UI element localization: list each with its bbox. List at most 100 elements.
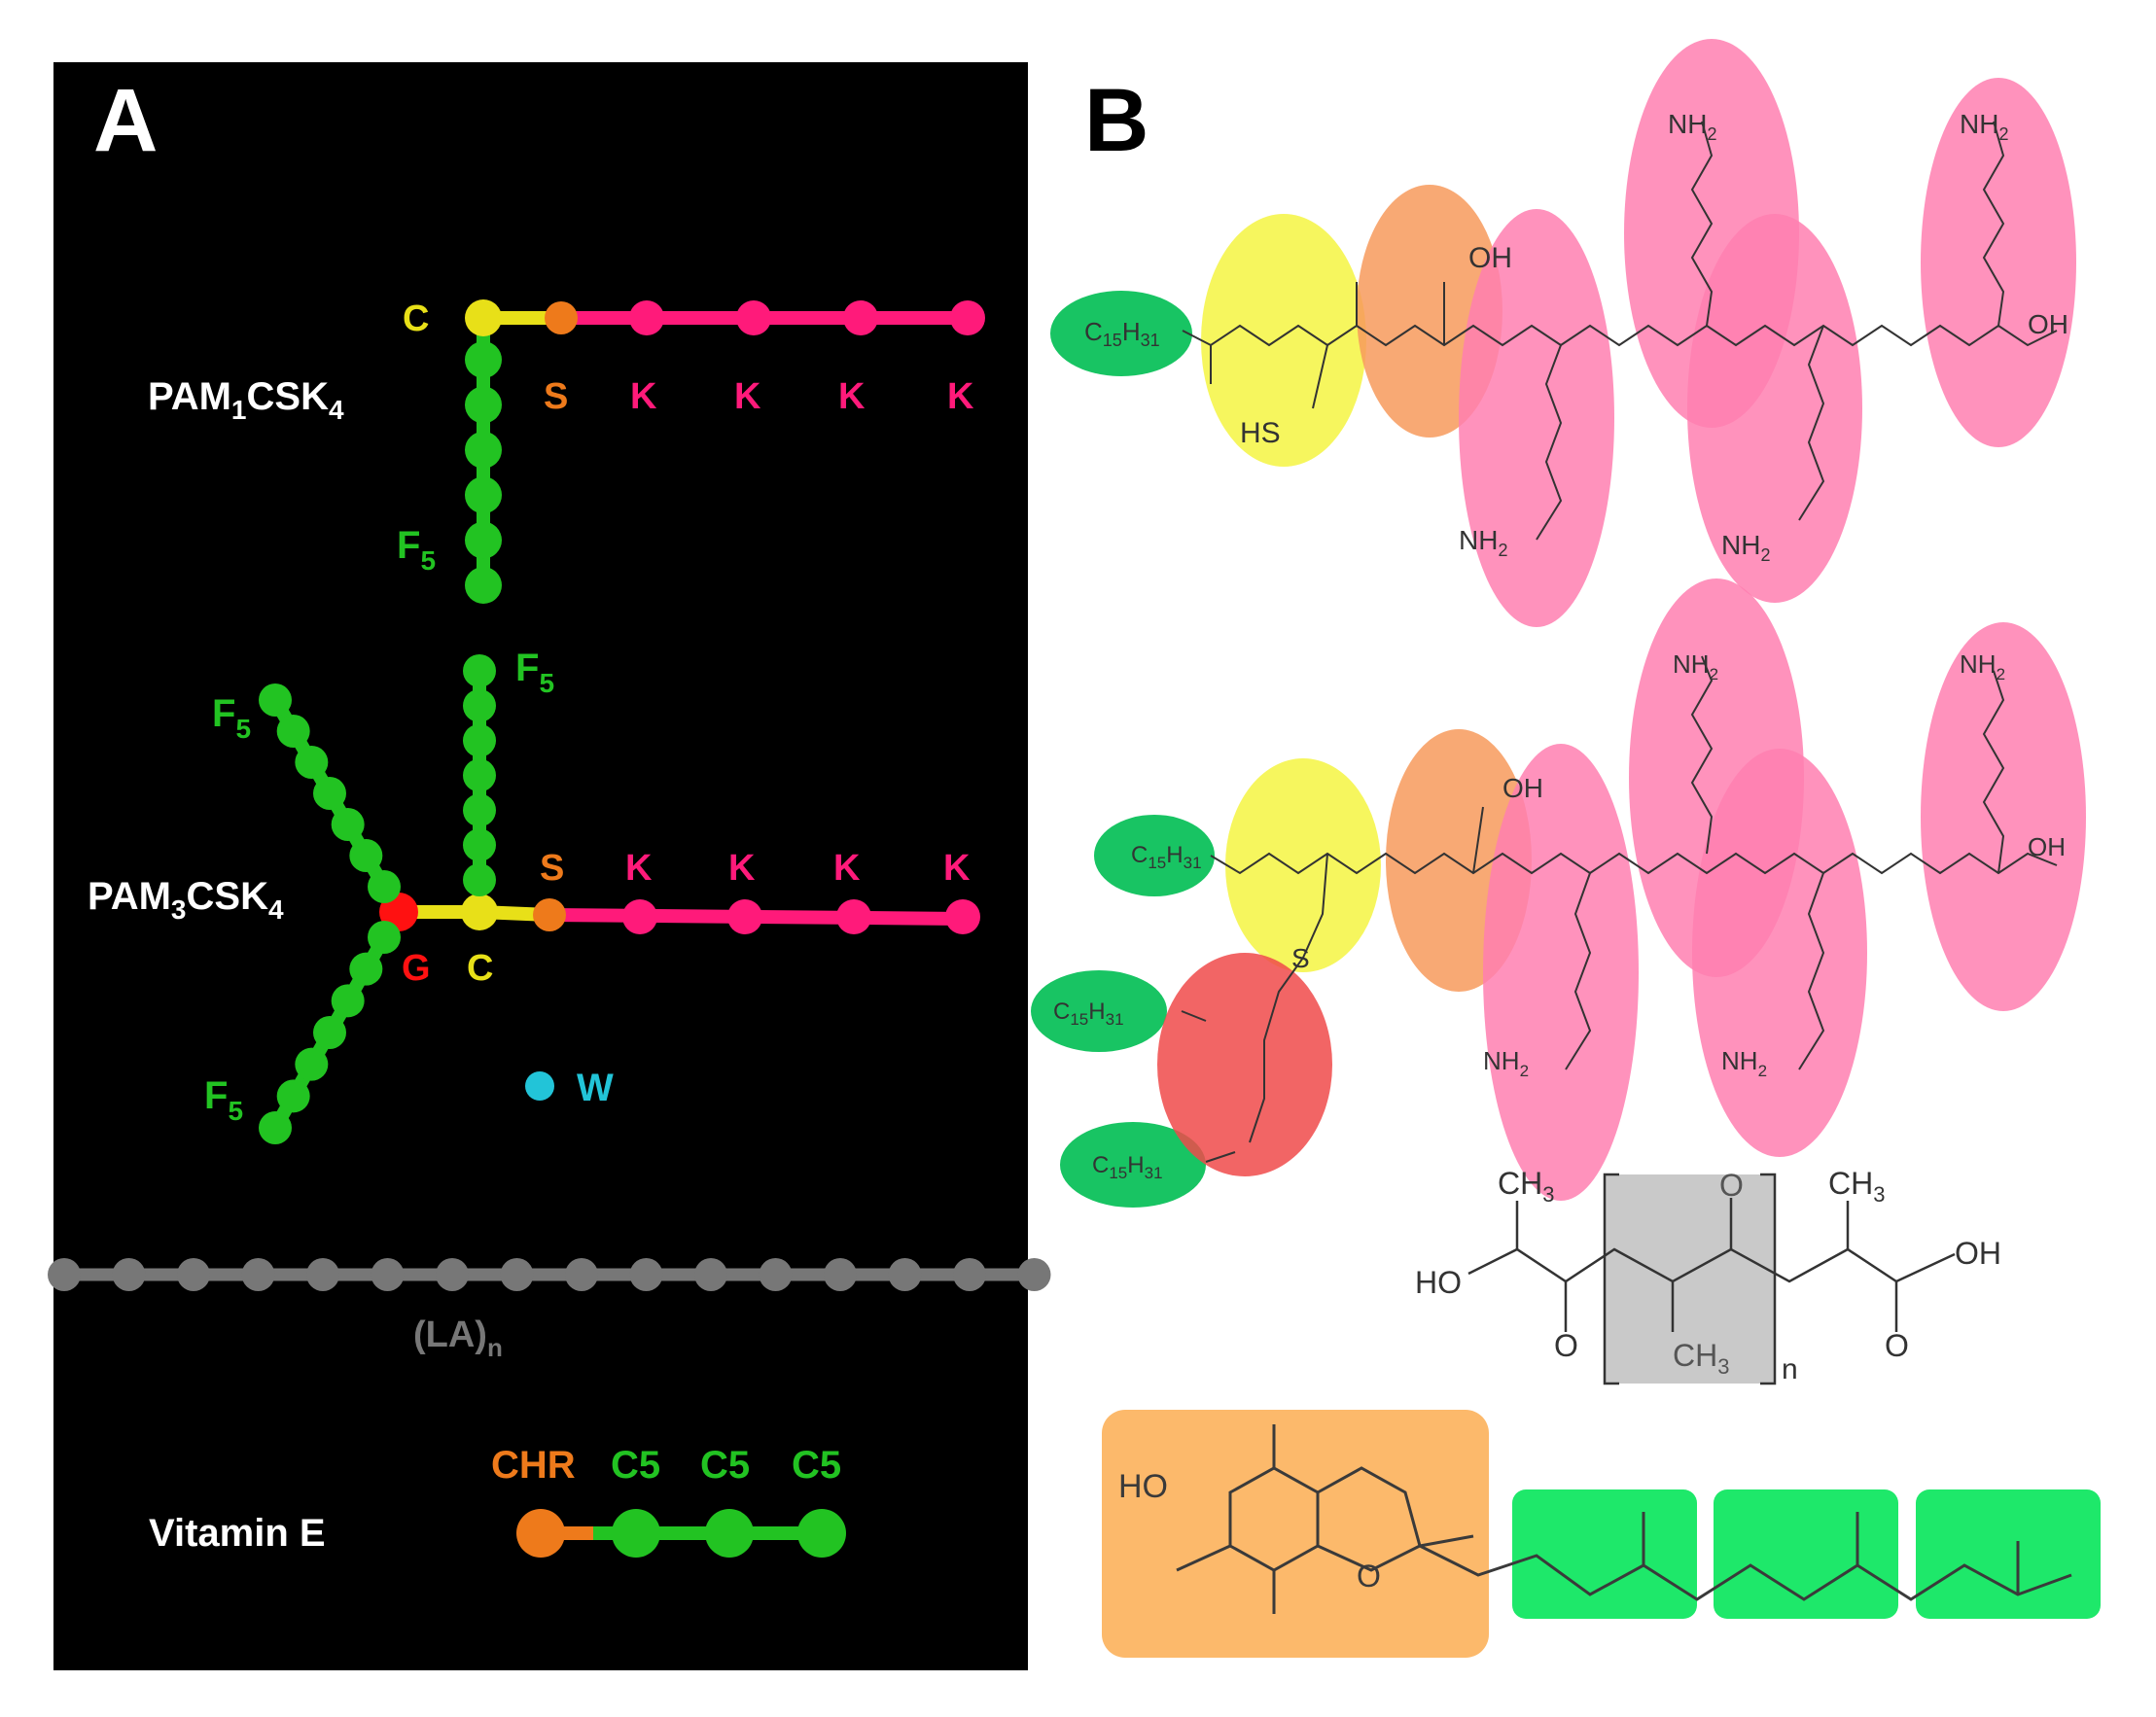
pam1-ser-oh: OH [1468, 242, 1512, 274]
pam3-cooh-oh: OH [2028, 832, 2066, 861]
pam3-cys-bead [461, 894, 498, 930]
pam3-lys1-nh2: NH2 [1483, 1046, 1529, 1080]
pam3-lipid1-bead-3 [295, 746, 329, 779]
vite-c5-label-2: C5 [700, 1444, 750, 1487]
pam3-lipid3-ellipse [1060, 1122, 1206, 1208]
water-label: W [577, 1067, 614, 1109]
vite-pyran-ring [1317, 1466, 1422, 1572]
panel-b: B C15H31 HS OH NH2 [1031, 39, 2101, 1658]
pam1-lys1-side [1536, 344, 1563, 541]
pam1-lipid-bead-5 [465, 521, 502, 559]
pam3-lipid3-bead-4 [463, 758, 496, 792]
pla-structure: CH3 CH3 CH3 HO OH O O O n [1415, 1166, 2001, 1385]
pla-bead-12 [759, 1258, 793, 1291]
pla-bead-4 [241, 1258, 275, 1291]
pam3-c15h31-3: C15H31 [1092, 1152, 1163, 1182]
pam3-cys-ellipse [1225, 758, 1381, 972]
pam3-lipid1-bead-1 [259, 683, 292, 717]
pla-ch3-label-3: CH3 [1828, 1166, 1885, 1207]
pla-beads [48, 1258, 1051, 1291]
pam3-model [259, 654, 980, 1144]
pam3-lys4-side [1982, 670, 2005, 874]
pam1-label: PAM1CSK4 [148, 375, 344, 425]
vite-c5-label-1: C5 [611, 1444, 660, 1487]
pam1-k4-label: K [947, 376, 974, 417]
pla-bead-6 [371, 1258, 405, 1291]
pam3-c15h31-2: C15H31 [1053, 999, 1124, 1029]
pla-n-label: n [1782, 1353, 1798, 1385]
pam1-lys-bead-1 [629, 300, 664, 335]
pla-bead-1 [48, 1258, 81, 1291]
pam3-glycerol [1249, 853, 1328, 1143]
pam3-thioether-s: S [1291, 943, 1310, 973]
pam3-lipid2-bead-6 [276, 1079, 310, 1113]
vite-c5-box-2 [1714, 1489, 1898, 1619]
pla-o-label-1: O [1554, 1328, 1578, 1363]
vite-skeleton [1176, 1424, 2072, 1614]
pam3-lys4-nh2: NH2 [1960, 649, 2005, 683]
vite-methyl-c2 [1419, 1534, 1474, 1548]
pla-backbone [1467, 1247, 1956, 1283]
pam1-cys-bead [465, 299, 502, 336]
pam1-skeleton [1182, 121, 2058, 541]
pam3-ester-2 [1205, 1151, 1236, 1163]
pam3-lipid1-bead-6 [349, 839, 383, 872]
pam3-lipid1-bead-4 [313, 777, 346, 810]
pam1-lys-bead-2 [736, 300, 771, 335]
pam3-lys1-side [1565, 872, 1592, 1070]
pam1-lipid-ellipse [1050, 291, 1192, 376]
pam1-c15h31: C15H31 [1084, 317, 1160, 350]
pla-bead-10 [629, 1258, 663, 1291]
pam3-lipid2-ellipse [1031, 970, 1167, 1052]
pam3-lys4-ellipse [1921, 622, 2086, 1011]
vite-chr-box [1102, 1410, 1489, 1658]
pam1-lys1-nh2: NH2 [1459, 525, 1507, 560]
pla-skeleton [1467, 1173, 1956, 1385]
pla-ch3-label-2: CH3 [1673, 1338, 1729, 1379]
pam3-ser-side [1472, 806, 1484, 874]
pam3-ser-oh: OH [1502, 773, 1543, 803]
pam1-k3-label: K [838, 376, 866, 417]
pam1-beads [465, 299, 985, 604]
vite-methyl-left [1176, 1544, 1231, 1572]
pam3-lipid3-bead-2 [463, 688, 496, 722]
pla-bead-9 [565, 1258, 598, 1291]
pam3-lipid2-bead-7 [259, 1111, 292, 1144]
pla-bead-11 [694, 1258, 727, 1291]
pam1-lipid-bead-6 [465, 567, 502, 604]
pla-bead-13 [824, 1258, 857, 1291]
pla-bead-8 [500, 1258, 534, 1291]
vite-c5-box-3 [1916, 1489, 2101, 1619]
pla-oh-label: OH [1955, 1236, 2001, 1271]
pam1-lys3-ellipse [1687, 214, 1862, 603]
pam1-lipid-bead-1 [465, 341, 502, 378]
pam1-lys-bead-3 [843, 300, 878, 335]
pam3-k1-label: K [625, 848, 653, 889]
pam3-k4-label: K [943, 848, 971, 889]
pam1-cooh-oh: OH [2028, 309, 2068, 339]
pam1-lys4-side [1982, 121, 2005, 327]
panel-a-letter: A [93, 71, 158, 170]
pam1-lys1-ellipse [1459, 209, 1614, 627]
pam3-lipid3-bead-1 [463, 654, 496, 687]
vite-o-label: O [1357, 1559, 1381, 1594]
pla-bead-5 [306, 1258, 339, 1291]
pam1-cys-ellipse [1201, 214, 1366, 467]
pam3-structure: C15H31 C15H31 C15H31 S OH NH2 NH2 NH2 NH… [1031, 578, 2086, 1208]
vite-c5-label-3: C5 [792, 1444, 841, 1487]
water-bead [525, 1071, 554, 1101]
pam1-f5-label: F5 [397, 524, 436, 576]
pam3-lys2-side [1690, 655, 1714, 855]
pam1-ser-bead [545, 301, 578, 334]
pam1-lipid-bead-4 [465, 476, 502, 514]
pam3-gly-ellipse [1157, 953, 1332, 1176]
pam1-lys2-nh2: NH2 [1668, 109, 1716, 144]
vite-c5-bead-1 [612, 1509, 660, 1558]
pam3-f5-label-2: F5 [515, 647, 554, 698]
pla-bead-7 [436, 1258, 469, 1291]
pam3-lipid1-bead-2 [276, 715, 310, 748]
pla-bead-15 [953, 1258, 986, 1291]
vite-label: Vitamin E [149, 1512, 326, 1555]
